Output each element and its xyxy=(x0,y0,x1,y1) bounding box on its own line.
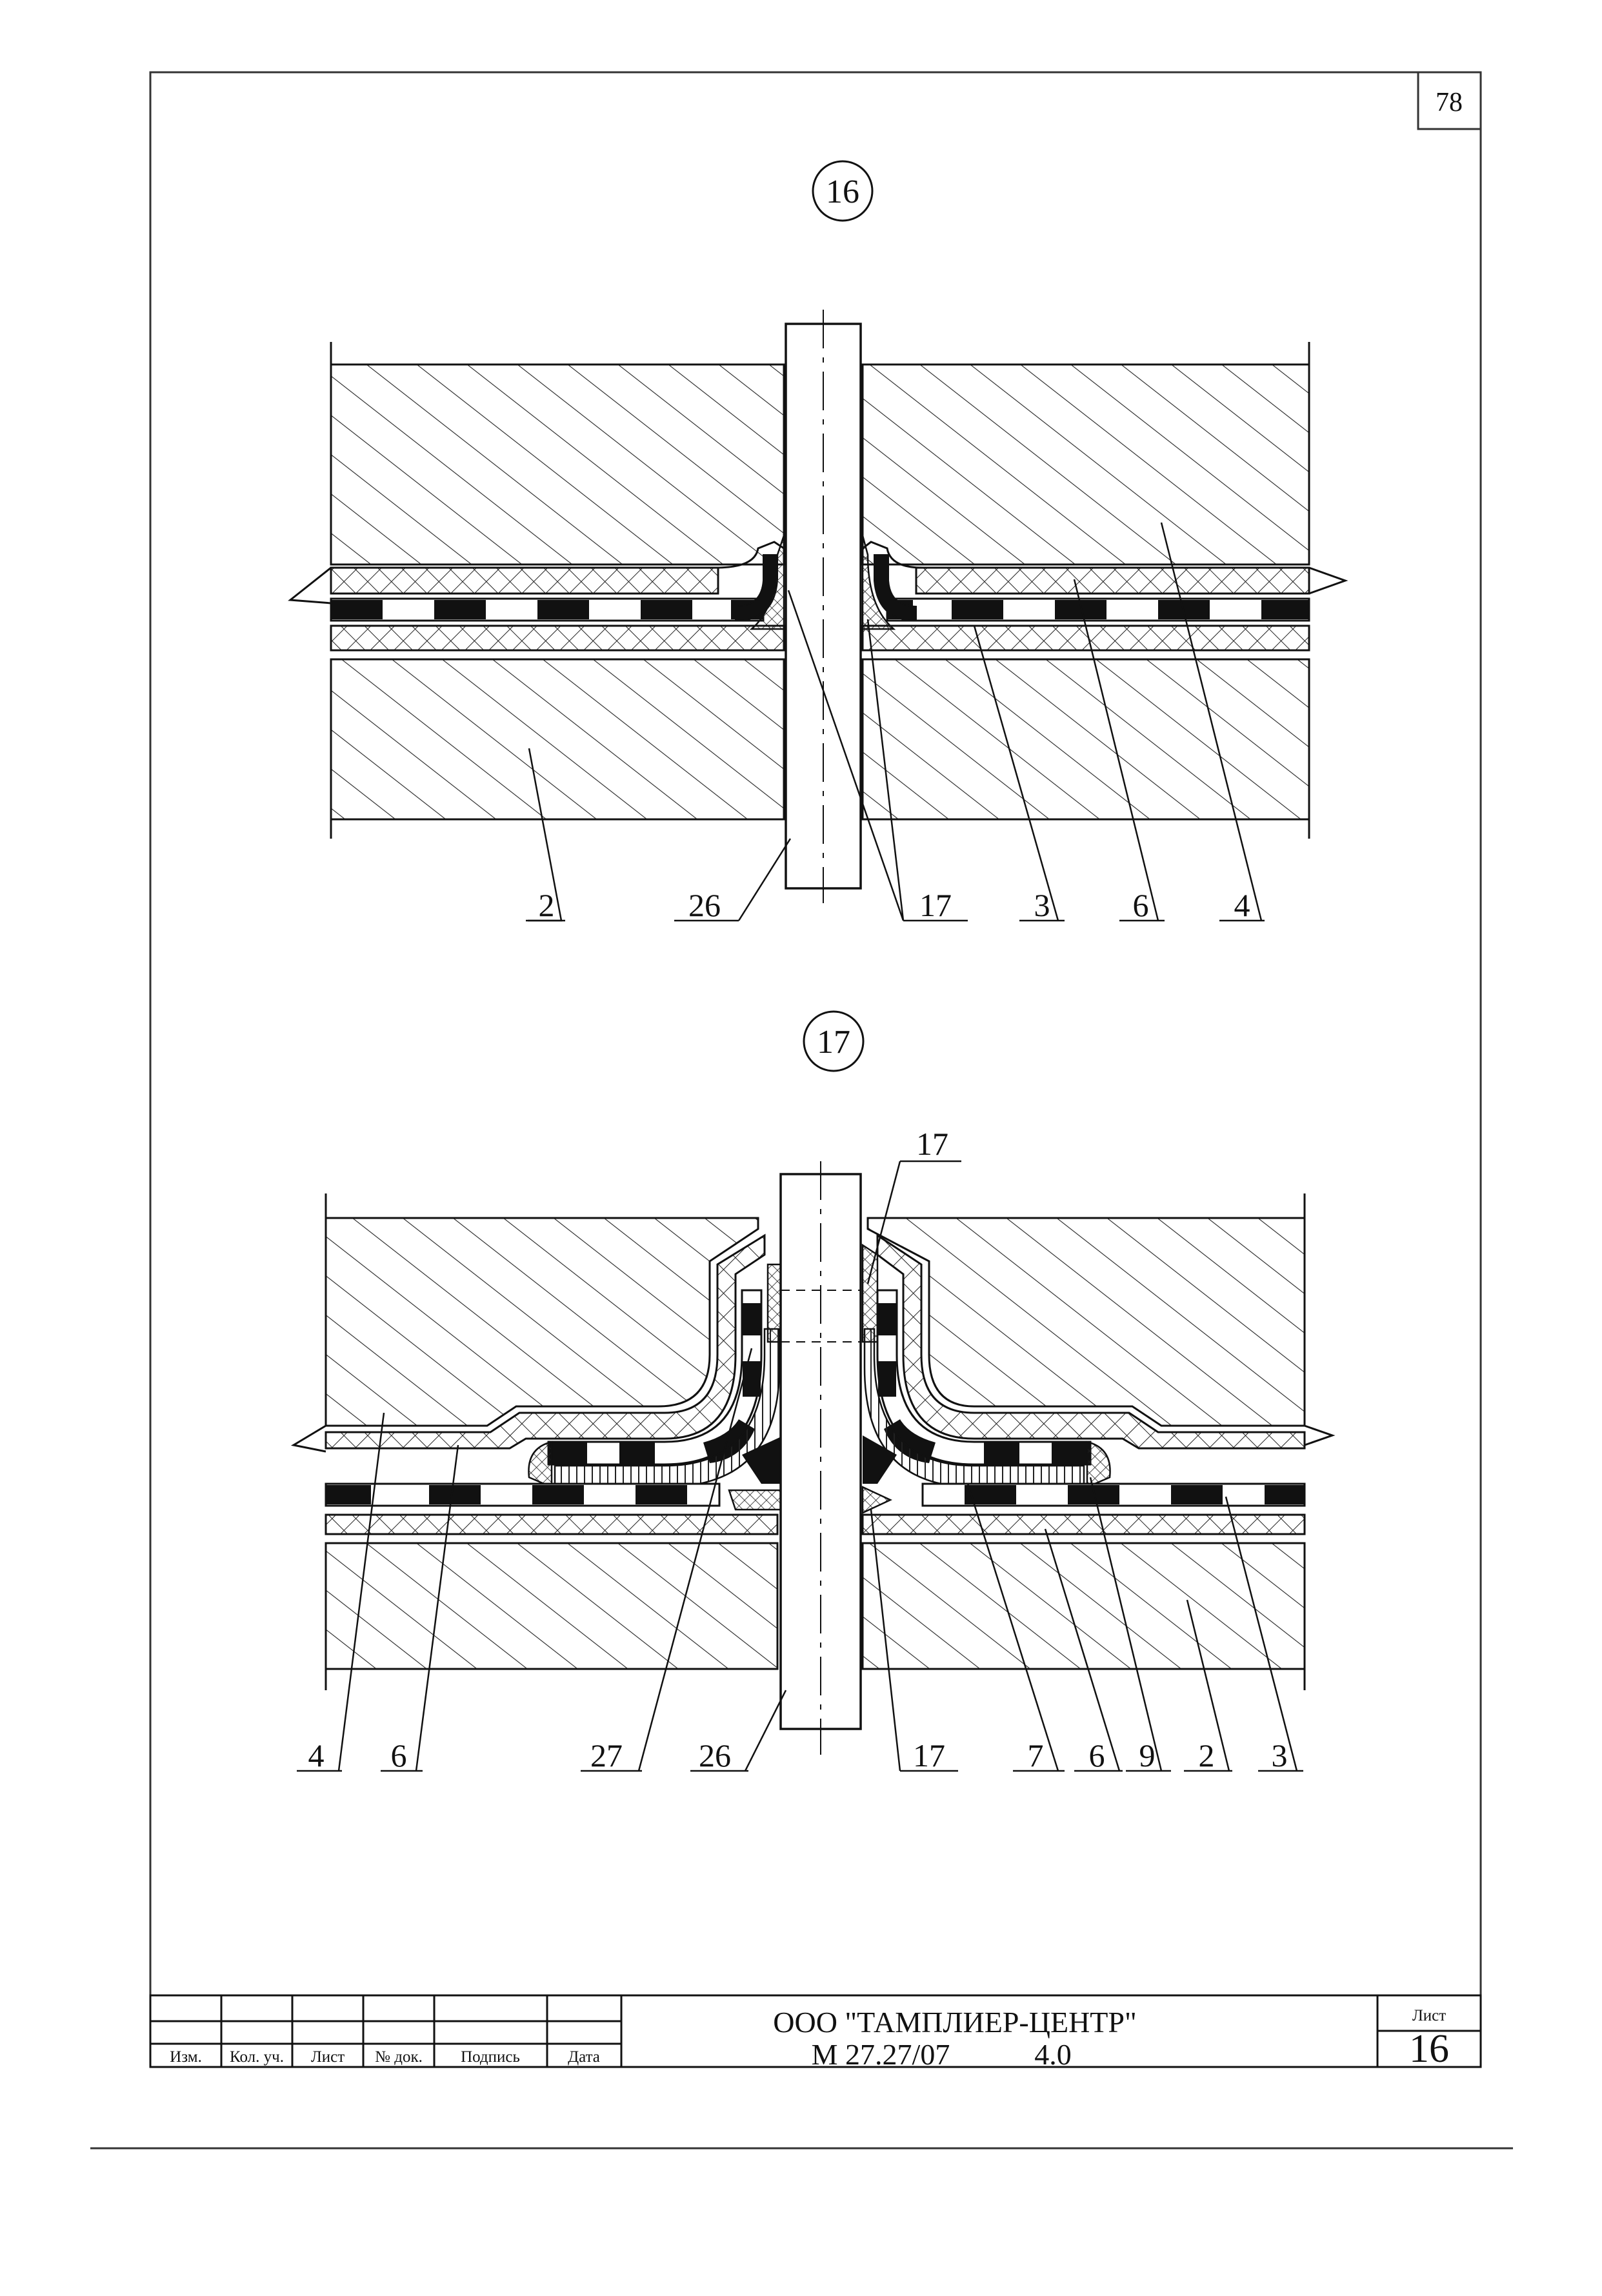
page-number: 78 xyxy=(1436,88,1463,117)
callout-16-screed: 4 xyxy=(1234,887,1250,923)
membrane-pipe-end-left xyxy=(742,1435,784,1484)
lower-concrete-right-17 xyxy=(861,1542,1306,1670)
lower-mesh-left xyxy=(330,624,785,652)
sealant-recess-left xyxy=(528,1441,553,1488)
break-mark-left xyxy=(288,566,332,604)
flashing-left xyxy=(716,541,785,569)
membrane-main-right-17 xyxy=(921,1482,1306,1507)
callout-17-layer9: 9 xyxy=(1139,1737,1156,1773)
sheet-label: Лист xyxy=(1412,2007,1446,2024)
screed-layer-left xyxy=(330,566,719,595)
detail-17: 17 xyxy=(290,1010,1336,1773)
detail-17-marker-circle xyxy=(803,1010,865,1072)
col-list: Лист xyxy=(311,2048,345,2066)
title-block xyxy=(149,1994,1482,2068)
pipe-17 xyxy=(779,1173,862,1730)
sheet-number: 16 xyxy=(1409,2027,1449,2071)
callout-17-sleeve: 27 xyxy=(590,1737,623,1773)
membrane-pipe-end-right xyxy=(863,1435,897,1484)
lower-mesh-left-17 xyxy=(325,1513,779,1535)
callout-17-slab: 2 xyxy=(1199,1737,1215,1773)
screed-layer-right xyxy=(915,566,1310,595)
title-block-columns: Изм. Кол. уч. Лист № док. Подпись Дата xyxy=(170,2048,600,2066)
detail-17-marker: 17 xyxy=(817,1024,850,1061)
callout-17-sealant: 17 xyxy=(913,1737,945,1773)
leader-top-17 xyxy=(866,1160,961,1284)
callout-17-mesh-right: 6 xyxy=(1089,1737,1105,1773)
callout-16-slab: 2 xyxy=(539,887,555,923)
membrane-recess-left xyxy=(547,1289,763,1466)
detail-16: 16 xyxy=(288,160,1348,923)
break-mark-left-17 xyxy=(290,1424,326,1453)
lower-concrete-left xyxy=(330,658,785,821)
col-date: Дата xyxy=(568,2048,600,2066)
detail-16-marker-circle xyxy=(812,160,874,222)
callout-17-screed: 4 xyxy=(308,1737,325,1773)
leaders-16 xyxy=(526,522,1265,922)
membrane-main-left-17 xyxy=(325,1482,721,1507)
doc-code: М 27.27/07 xyxy=(812,2038,950,2071)
flashing-right xyxy=(862,541,923,569)
sealant-recess-right xyxy=(1086,1441,1111,1488)
break-mark-right xyxy=(1308,566,1348,595)
callout-16-membrane: 3 xyxy=(1034,887,1050,923)
screed-band-left-17 xyxy=(325,1233,766,1450)
detail-16-marker: 16 xyxy=(826,174,859,210)
membrane-right xyxy=(886,597,1310,622)
upper-concrete-right-17 xyxy=(866,1217,1306,1427)
col-doc-no: № док. xyxy=(375,2048,423,2066)
callout-17-collar: 7 xyxy=(1028,1737,1044,1773)
lower-concrete-left-17 xyxy=(325,1542,779,1670)
col-signature: Подпись xyxy=(461,2048,520,2066)
callout-17-pipe: 26 xyxy=(699,1737,731,1773)
sealant-pipe-right xyxy=(861,1243,892,1514)
leaders-17 xyxy=(297,1348,1303,1772)
lower-concrete-right xyxy=(861,658,1310,821)
callout-17-mesh-left: 6 xyxy=(391,1737,407,1773)
callout-16-mesh: 6 xyxy=(1133,887,1149,923)
callout-17-membrane: 3 xyxy=(1272,1737,1288,1773)
screed-band-right-17 xyxy=(876,1233,1306,1450)
company-name: ООО "ТАМПЛИЕР-ЦЕНТР" xyxy=(773,2006,1137,2039)
page-number-box xyxy=(1417,71,1482,130)
callout-16-sealant: 17 xyxy=(919,887,952,923)
col-izm: Изм. xyxy=(170,2048,202,2066)
upper-concrete-left xyxy=(330,363,785,566)
callout-17-top: 17 xyxy=(916,1126,948,1162)
upper-concrete-right xyxy=(861,363,1310,566)
collar-left xyxy=(554,1328,781,1488)
callout-16-pipe: 26 xyxy=(688,887,721,923)
doc-version: 4.0 xyxy=(1034,2038,1072,2071)
lower-mesh-right-17 xyxy=(861,1513,1306,1535)
membrane-bend-right xyxy=(874,554,917,622)
membrane-left xyxy=(330,597,765,622)
upper-concrete-left-17 xyxy=(325,1217,759,1427)
col-kol-uch: Кол. уч. xyxy=(230,2048,284,2066)
break-mark-right-17 xyxy=(1304,1424,1336,1446)
